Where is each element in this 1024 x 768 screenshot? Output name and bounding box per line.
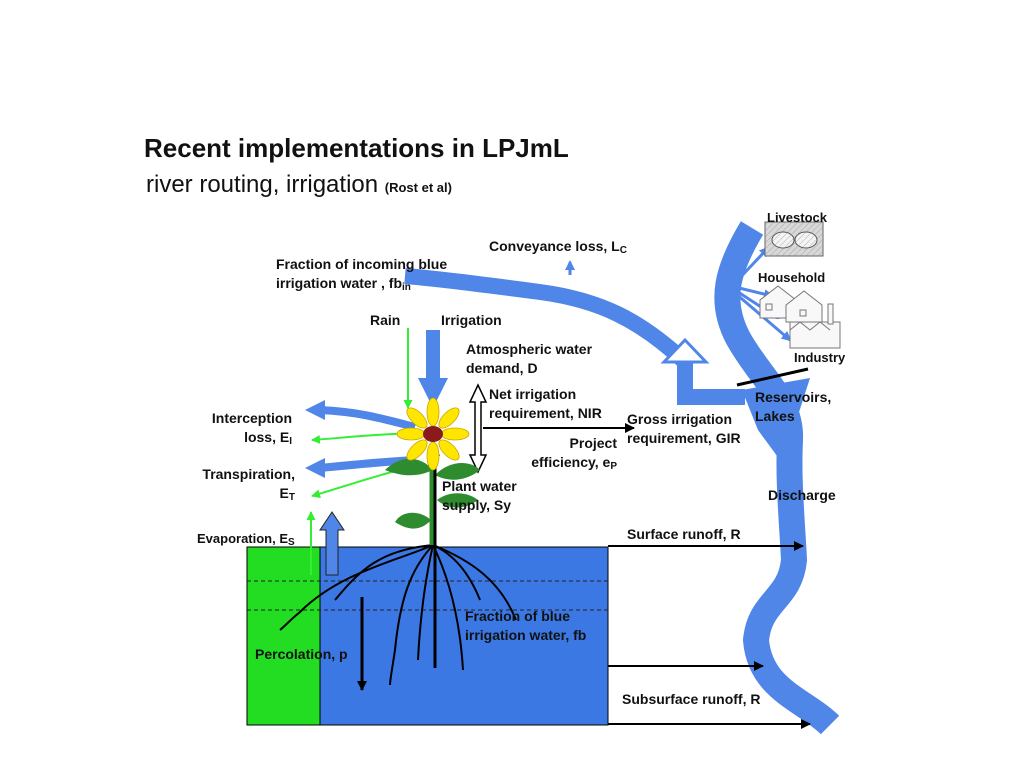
subtitle-text: river routing, irrigation (146, 171, 379, 198)
fraction-incoming-label: Fraction of incoming blue irrigation wat… (276, 256, 448, 293)
reservoirs-label: Reservoirs, Lakes (755, 389, 832, 424)
atmospheric-demand-label: Atmospheric water demand, D (466, 341, 593, 376)
irrigation-arrowhead (418, 378, 448, 408)
slide-title: Recent implementations in LPJmL (144, 133, 569, 163)
irrigation-label: Irrigation (441, 312, 502, 328)
nir-label: Net irrigation requirement, NIR (489, 386, 602, 421)
evaporation-flux (306, 511, 345, 576)
river (714, 221, 840, 735)
withdrawal-household-arrow (734, 285, 774, 299)
conveyance-canal (404, 260, 745, 405)
reservoir-widening (742, 378, 810, 460)
percolation-label: Percolation, p (255, 646, 348, 662)
soil-column (246, 546, 609, 726)
livestock-label: Livestock (767, 210, 827, 225)
dam-line (736, 367, 809, 387)
atmospheric-demand-arrow (468, 383, 488, 474)
soil-blue-layer (319, 546, 609, 726)
industry-label: Industry (794, 350, 846, 365)
fraction-blue-label: Fraction of blue irrigation water, fb (465, 608, 587, 643)
canal-path (404, 268, 745, 405)
industry-image (789, 303, 841, 349)
irrigation-input (403, 328, 448, 409)
soil-green-layer (246, 546, 321, 726)
plant-roots (279, 544, 517, 686)
transpiration-label: Transpiration, ET (202, 466, 295, 503)
project-efficiency-label: Project efficiency, eP (531, 435, 617, 472)
canal-triangle (660, 337, 710, 364)
plant-water-supply-label: Plant water supply, Sy (442, 478, 517, 513)
discharge-label: Discharge (768, 487, 836, 503)
household-image (759, 285, 823, 323)
withdrawal-livestock-arrow (733, 246, 770, 285)
sunflower-head (396, 397, 470, 471)
surface-runoff-label: Surface runoff, R (627, 526, 741, 542)
livestock-image (764, 221, 824, 257)
evaporation-label: Evaporation, ES (197, 531, 295, 548)
household-label: Household (758, 270, 826, 285)
conveyance-loss-label: Conveyance loss, LC (489, 238, 627, 256)
plant (385, 450, 480, 545)
slide-subtitle: river routing, irrigation (Rost et al) (146, 171, 452, 199)
interception-label: Interception loss, EI (211, 410, 292, 447)
rain-label: Rain (370, 312, 401, 328)
gir-label: Gross irrigation requirement, GIR (627, 411, 741, 446)
river-channel (714, 221, 840, 735)
subtitle-credit: (Rost et al) (384, 180, 452, 195)
subsurface-runoff-label: Subsurface runoff, R (622, 691, 761, 707)
